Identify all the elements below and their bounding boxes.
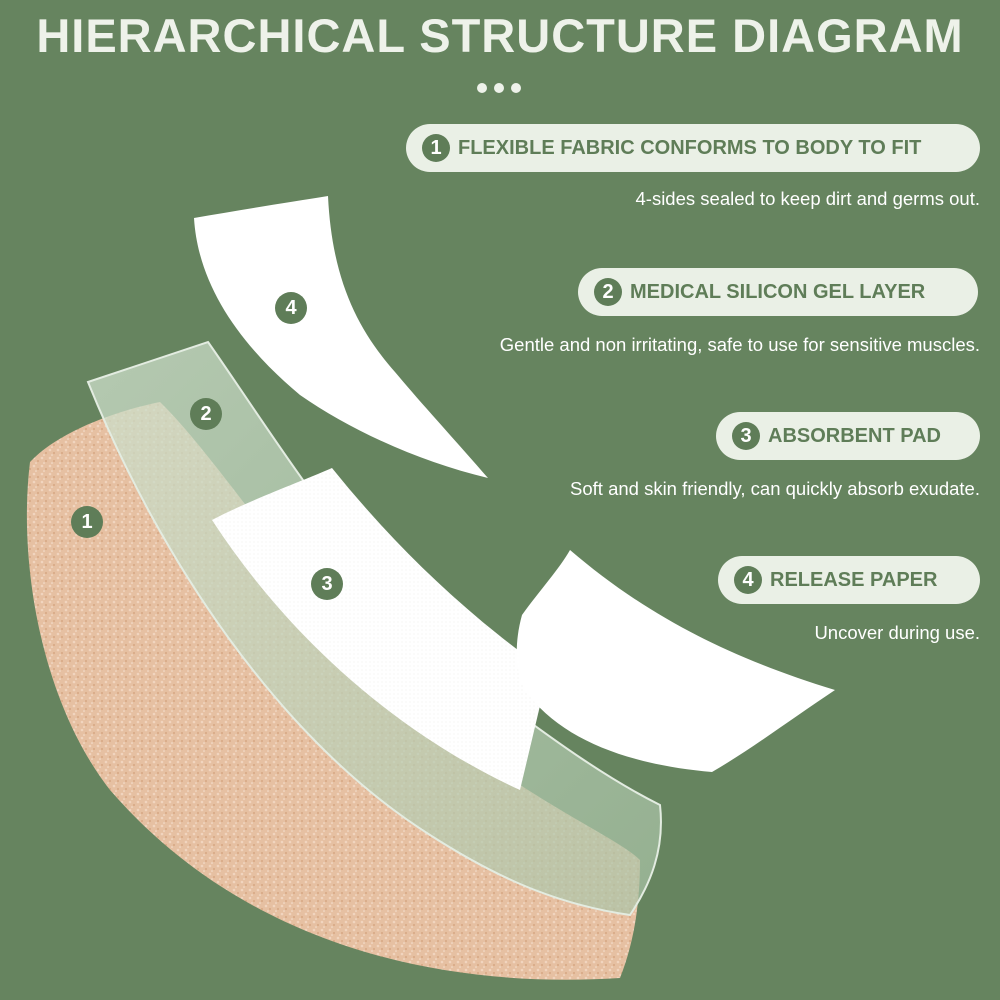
legend-number: 4: [734, 566, 762, 594]
legend-item-1: 1 FLEXIBLE FABRIC CONFORMS TO BODY TO FI…: [406, 124, 980, 172]
legend-heading: RELEASE PAPER: [770, 568, 938, 591]
legend-item-3: 3 ABSORBENT PAD: [716, 412, 980, 460]
layer-marker-1: 1: [71, 506, 103, 538]
absorbent-pad-layer: [212, 468, 548, 790]
dot: [511, 83, 521, 93]
legend-number: 2: [594, 278, 622, 306]
layer-marker-4: 4: [275, 292, 307, 324]
title-dots-decoration: [477, 83, 527, 95]
legend-heading: FLEXIBLE FABRIC CONFORMS TO BODY TO FIT: [458, 136, 922, 159]
dot: [477, 83, 487, 93]
legend-description-2: Gentle and non irritating, safe to use f…: [499, 334, 980, 355]
legend-description-3: Soft and skin friendly, can quickly abso…: [570, 478, 980, 499]
release-paper-top: [194, 196, 488, 478]
layer-marker-2: 2: [190, 398, 222, 430]
legend-heading: ABSORBENT PAD: [768, 424, 941, 447]
release-paper-bottom: [516, 550, 835, 772]
legend-description-1: 4-sides sealed to keep dirt and germs ou…: [635, 188, 981, 209]
legend-heading: MEDICAL SILICON GEL LAYER: [630, 280, 926, 303]
layer-marker-3: 3: [311, 568, 343, 600]
legend-number: 1: [422, 134, 450, 162]
dot: [494, 83, 504, 93]
legend-item-2: 2 MEDICAL SILICON GEL LAYER: [578, 268, 978, 316]
legend-number: 3: [732, 422, 760, 450]
legend-item-4: 4 RELEASE PAPER: [718, 556, 980, 604]
legend-description-4: Uncover during use.: [814, 622, 980, 643]
page-title: HIERARCHICAL STRUCTURE DIAGRAM: [36, 9, 964, 62]
